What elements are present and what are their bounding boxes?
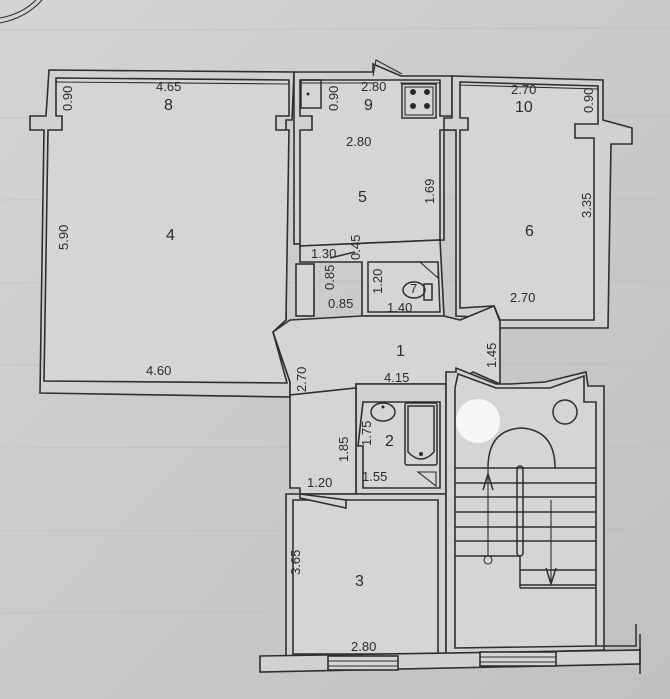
room-label-1: 1 [396,343,405,360]
dim-hall-a: 1.30 [311,246,336,261]
room-label-9: 9 [364,97,373,114]
stove-icon [401,83,437,119]
dim-hall1-width: 4.15 [384,370,409,385]
room-label-2: 2 [385,433,394,450]
dim-room4-width: 4.60 [146,363,171,378]
room-2-bathroom [355,383,447,495]
dim-room6-width: 2.70 [510,290,535,305]
door-swing [329,251,356,259]
dim-balcony9-depth: 0.90 [326,86,341,111]
window-stairwell [479,651,557,667]
stair-steps [455,467,596,586]
vent-icon [416,471,437,488]
dim-hall1-depth: 1.45 [484,343,499,368]
shaft-icon [552,399,578,425]
dim-room3-width: 2.80 [351,639,376,654]
dim-kitchen5-width: 2.80 [346,134,371,149]
washbasin-icon [370,402,396,422]
dim-closet-width: 0.85 [328,296,353,311]
dim-balcony8-depth: 0.90 [60,86,75,111]
sink-icon [300,79,322,109]
up-arrow-icon [482,471,494,491]
dim-room4-height: 5.90 [56,225,71,250]
dim-hall-b: 0.45 [348,235,363,260]
room-6-bedroom [443,75,633,329]
room-3-bedroom [285,493,447,661]
dim-corridor2-height: 1.85 [336,437,351,462]
dim-corridor2-width: 1.20 [307,475,332,490]
dim-room3-height: 3.65 [288,550,303,575]
dim-wc7-width: 1.40 [387,300,412,315]
down-arrow-icon [545,567,557,587]
dim-kitchen5-height: 1.69 [422,179,437,204]
closet [295,263,315,317]
room-label-3: 3 [355,573,364,590]
dim-corridor-height: 2.70 [294,367,309,392]
room-label-4: 4 [166,227,175,244]
room-label-7: 7 [410,281,417,296]
bathtub-icon [404,402,438,466]
room-label-5: 5 [358,189,367,206]
compass-arc [0,0,37,19]
dim-bath2-height: 1.75 [359,421,374,446]
toilet-icon [402,281,433,301]
glare-spot [456,399,500,443]
dim-balcony10-width: 2.70 [511,82,536,97]
room-label-8: 8 [164,97,173,114]
dim-closet-depth: 0.85 [322,265,337,290]
room-5-kitchen [293,59,459,247]
stairwell [445,366,637,655]
room-label-6: 6 [525,223,534,240]
room-4-living [29,69,295,398]
dim-room6-height: 3.35 [579,193,594,218]
dim-bath2-width: 1.55 [362,469,387,484]
stair-arc [487,427,556,469]
dim-balcony8-width: 4.65 [156,79,181,94]
window-room-3 [327,655,399,671]
vent-icon [418,261,439,280]
room-7-wc [295,239,445,317]
dim-balcony10-depth: 0.90 [581,88,596,113]
bottom-wall [259,634,641,674]
balcony-door-swing [372,59,403,77]
dim-balcony9-width: 2.80 [361,79,386,94]
room-label-10: 10 [515,99,533,116]
dim-wc7-height: 1.20 [370,269,385,294]
